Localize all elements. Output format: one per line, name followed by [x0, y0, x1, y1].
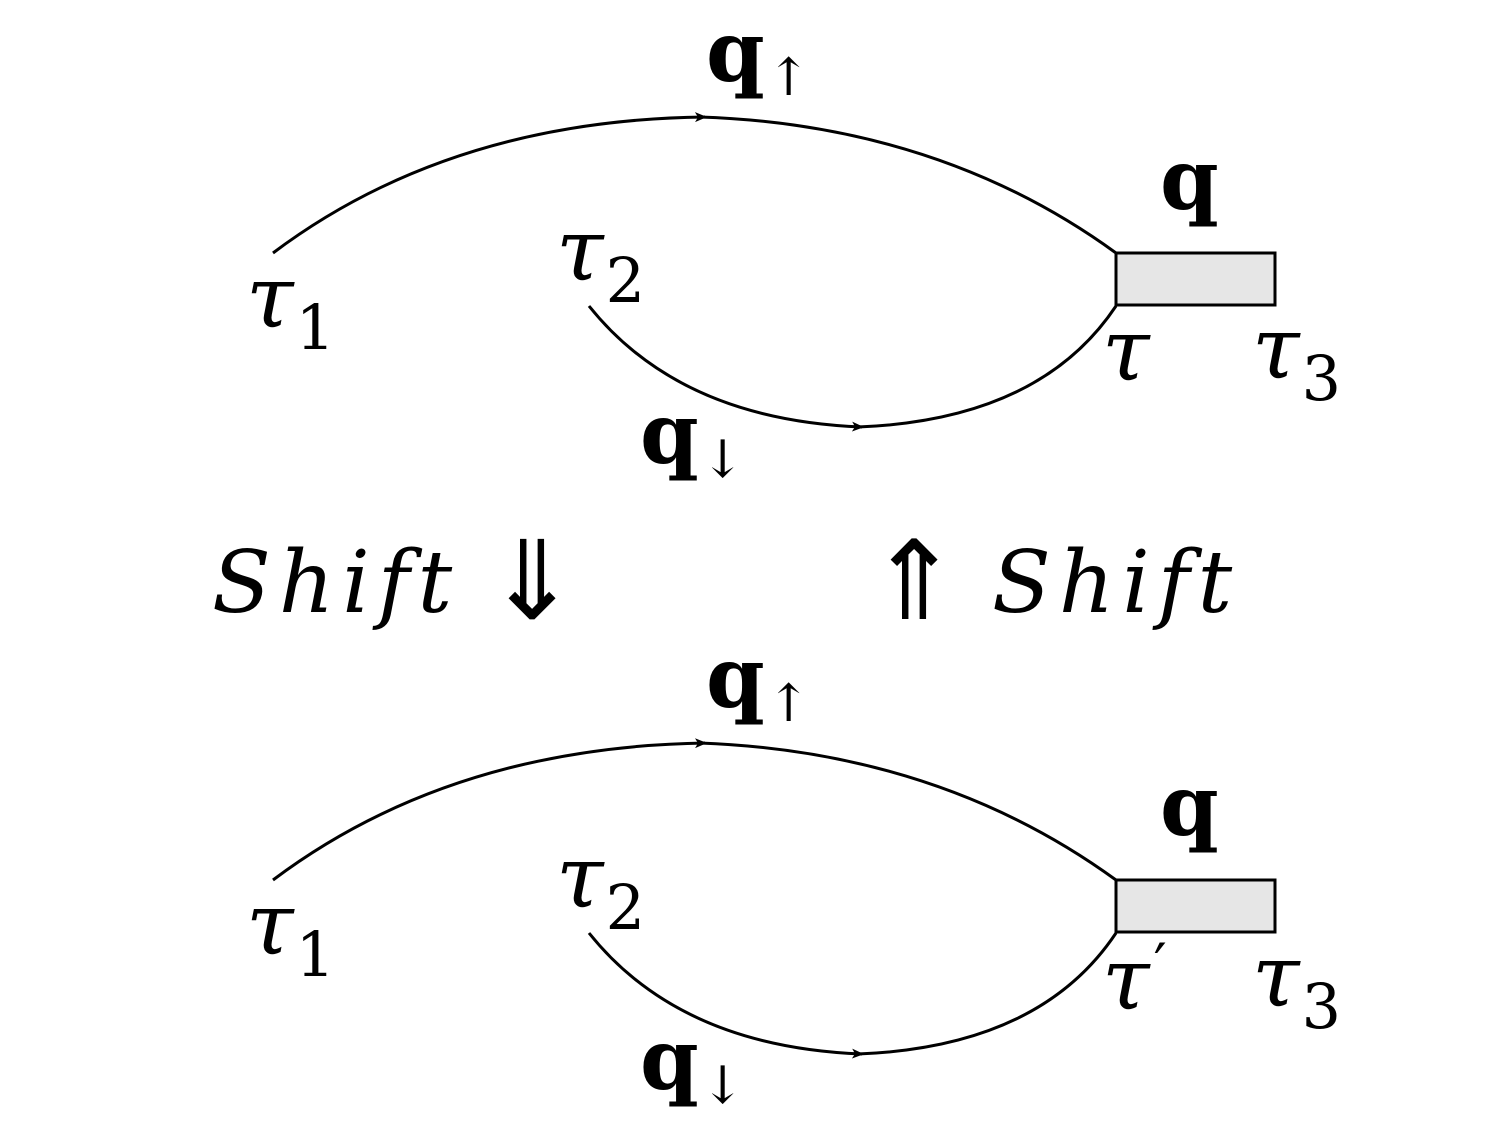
top-interaction-box [1114, 251, 1277, 307]
top-q-down-label: q↓ [640, 384, 745, 490]
bottom-upper-propagator-left [272, 738, 707, 882]
top-upper-propagator-left [272, 112, 707, 255]
top-q-label: q [1160, 130, 1219, 229]
bottom-q-up-label: q↑ [706, 628, 811, 734]
top-upper-propagator-right [699, 115, 1117, 255]
bottom-tau-prime-label: τ′ [1102, 930, 1167, 1030]
double-arrow-down-icon: ⇓ [486, 517, 579, 645]
bottom-tau3-label: τ3 [1252, 927, 1342, 1043]
top-diagram [272, 112, 1277, 432]
bottom-q-label: q [1160, 756, 1219, 855]
top-tau1-label: τ1 [246, 248, 336, 364]
bottom-q-down-label: q↓ [640, 1010, 745, 1116]
top-lower-propagator-left [587, 305, 864, 432]
shift-left-label: Shift [212, 533, 461, 633]
bottom-lower-propagator-right [857, 932, 1118, 1056]
shift-right-label: Shift [992, 533, 1241, 633]
top-lower-propagator-right [857, 305, 1118, 429]
top-tau2-label: τ2 [556, 201, 646, 317]
bottom-tau1-label: τ1 [246, 875, 336, 991]
bottom-diagram [272, 738, 1277, 1059]
bottom-tau2-label: τ2 [556, 828, 646, 944]
bottom-upper-propagator-right [699, 741, 1117, 882]
top-tau-label: τ [1102, 301, 1150, 401]
bottom-lower-propagator-left [587, 932, 864, 1059]
double-arrow-up-icon: ⇑ [868, 517, 961, 645]
top-tau3-label: τ3 [1252, 299, 1342, 415]
top-q-up-label: q↑ [706, 2, 811, 108]
bottom-interaction-box [1114, 878, 1277, 934]
